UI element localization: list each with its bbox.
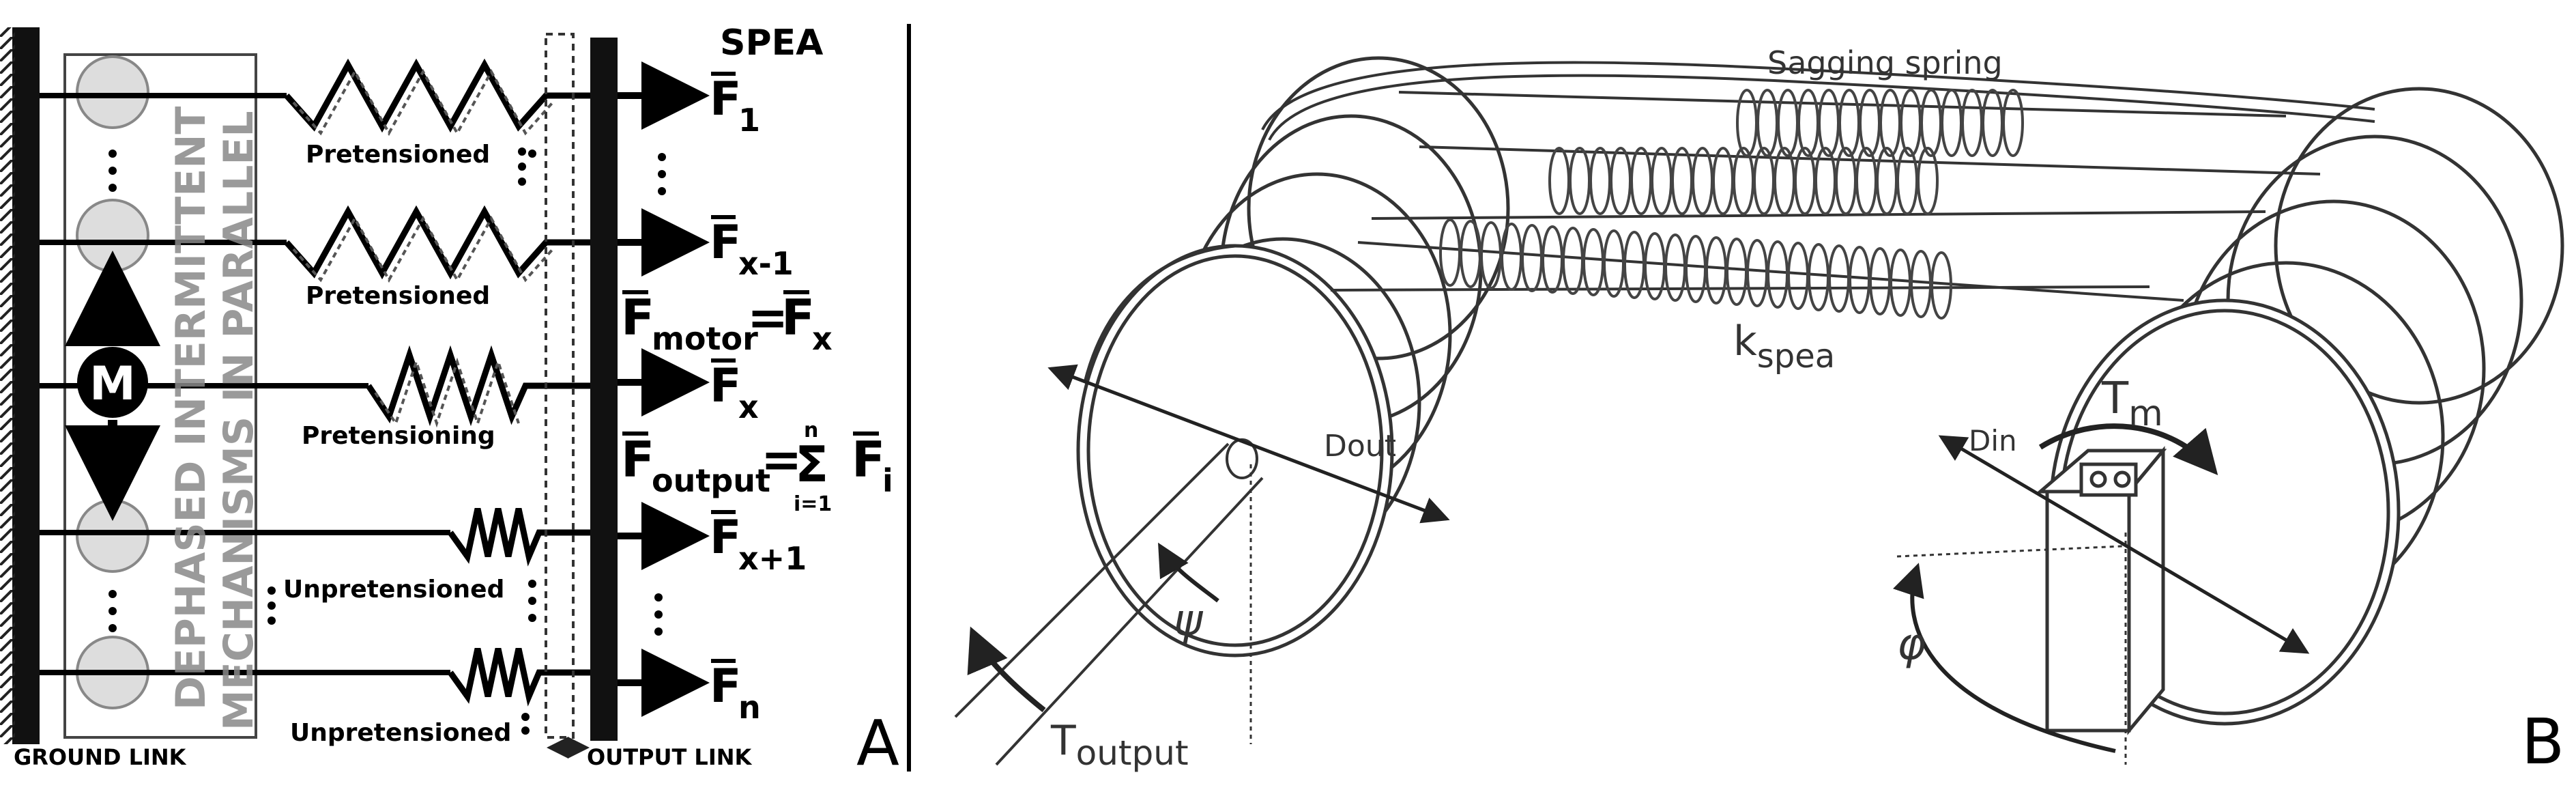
svg-text:F: F — [621, 289, 654, 346]
svg-text:F: F — [852, 431, 885, 488]
spring-unpretensioned — [448, 508, 590, 567]
psi-label: ψ — [1174, 595, 1204, 646]
svg-text:Σ: Σ — [795, 436, 828, 493]
svg-text:x: x — [738, 388, 759, 425]
svg-text:output: output — [652, 462, 770, 499]
ground-link-label: GROUND LINK — [14, 744, 187, 770]
motor-letter: M — [89, 357, 136, 411]
phi-label: φ — [1897, 619, 1926, 670]
springs — [284, 58, 590, 707]
row-label: Unpretensioned — [290, 719, 511, 747]
force-label-1: F 1 — [710, 72, 760, 139]
spring-pretensioned — [284, 205, 590, 280]
svg-text:motor: motor — [652, 320, 758, 357]
equation-motor: F motor = F x — [621, 289, 833, 357]
ground-link-hatch — [0, 27, 15, 744]
svg-text:x-1: x-1 — [738, 245, 794, 282]
svg-text:=: = — [747, 289, 788, 346]
panel-a: M DEPHASED INTERMITTENT MECHANISMS IN PA… — [0, 23, 899, 780]
sagging-spring — [1736, 89, 2024, 157]
ellipsis-dots — [108, 147, 666, 735]
spea-title: SPEA — [720, 23, 823, 63]
svg-text:=: = — [761, 431, 802, 488]
svg-text:F: F — [621, 431, 654, 488]
svg-text:F: F — [710, 359, 741, 413]
gear-icon — [76, 199, 149, 272]
din-arrow — [1938, 435, 2310, 654]
svg-text:F: F — [710, 511, 741, 565]
motor-block — [2036, 446, 2167, 735]
t-output-rotation-arrow — [967, 626, 1046, 713]
panel-b-letter: B — [2521, 705, 2564, 778]
panel-b — [954, 56, 2564, 766]
front-spring — [1439, 218, 1952, 320]
gear-icon — [76, 55, 149, 129]
dout-label: Dout — [1324, 429, 1396, 464]
svg-text:F: F — [710, 72, 741, 126]
row-label: Pretensioning — [302, 422, 495, 450]
psi-rotation-arrow — [1158, 542, 1219, 603]
svg-text:F: F — [710, 216, 741, 270]
force-label-x: F x — [710, 358, 759, 425]
spring-pretensioned — [284, 58, 590, 133]
svg-text:x: x — [812, 320, 833, 357]
spring-unpretensioned — [448, 648, 590, 707]
ground-link-wall — [12, 27, 40, 744]
motor-icon — [77, 347, 148, 418]
spring-pretensioning — [366, 345, 590, 427]
t-output-label: Toutput — [1050, 717, 1189, 773]
svg-text:n: n — [804, 419, 818, 442]
k-spea-label: kspea — [1733, 317, 1835, 376]
row-label: Pretensioned — [306, 282, 490, 310]
equation-output: F output = n Σ i=1 F i — [621, 419, 893, 516]
force-label-n: F n — [710, 659, 761, 726]
gear-icon — [76, 499, 149, 573]
tm-rotation-arrow — [2038, 423, 2218, 476]
tm-label: Tm — [2101, 373, 2163, 434]
panel-b-labels: Sagging spring kspea Dout Din Tm ψ φ Tou… — [1050, 44, 2564, 778]
vertical-text-mechanisms: MECHANISMS IN PARALLEL — [215, 111, 263, 731]
svg-text:x+1: x+1 — [738, 540, 807, 577]
dout-arrow — [1047, 364, 1450, 524]
output-link-label: OUTPUT LINK — [587, 744, 753, 770]
row-label: Unpretensioned — [283, 576, 504, 604]
output-link-bar — [590, 38, 618, 741]
middle-spring — [1548, 147, 1939, 215]
svg-text:i=1: i=1 — [794, 492, 832, 516]
svg-text:F: F — [781, 289, 815, 346]
din-label: Din — [1969, 424, 2017, 457]
coil-springs — [1439, 89, 2024, 320]
force-label-x-minus-1: F x-1 — [710, 215, 794, 282]
phi-rotation-arrow — [1892, 563, 2116, 753]
svg-text:i: i — [882, 462, 893, 499]
vertical-text-dephased: DEPHASED INTERMITTENT — [167, 107, 215, 710]
svg-text:1: 1 — [738, 102, 760, 139]
mechanisms-box — [63, 53, 257, 739]
panel-a-letter: A — [856, 707, 899, 780]
row-label: Pretensioned — [306, 141, 490, 169]
sagging-spring-label: Sagging spring — [1767, 44, 2003, 81]
force-label-x-plus-1: F x+1 — [710, 510, 807, 577]
svg-text:F: F — [710, 660, 741, 713]
svg-text:n: n — [738, 689, 761, 726]
